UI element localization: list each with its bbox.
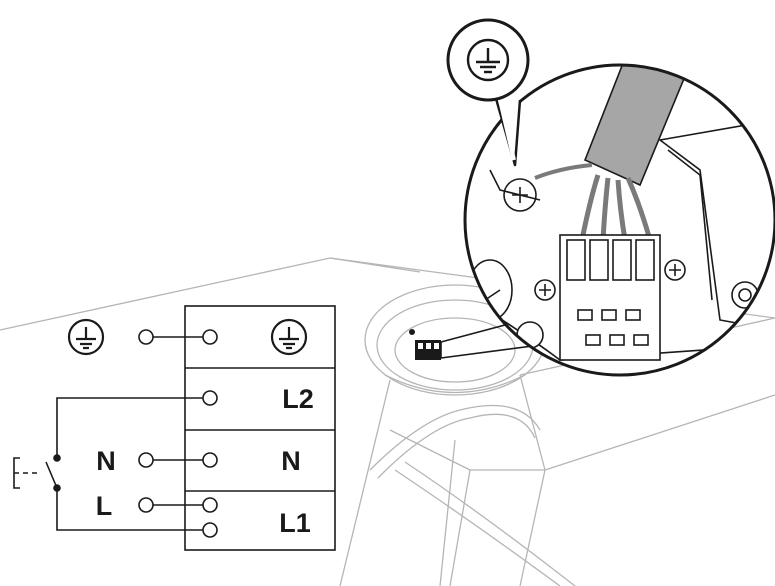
magnified-detail-view [463,63,775,377]
earth-callout-bubble [446,18,530,167]
terminal-l2 [202,390,218,406]
terminal-label-n: N [281,446,301,476]
row-n: N [202,446,301,476]
small-connector [409,329,441,360]
supply-label-l: L [96,491,113,521]
row-l2: L2 [202,384,314,414]
supply-neutral: N [96,446,154,476]
supply-live: L [96,491,154,521]
terminal-l1-b [202,522,218,538]
cable-sheath [583,65,702,187]
supply-terminal-earth [138,329,154,345]
earth-ground-icon [466,38,510,82]
earth-ground-icon [67,318,105,356]
product-sketch-background [0,257,775,586]
terminal-label-l2: L2 [282,384,314,414]
switch-icon [13,454,61,492]
supply-terminal-n [138,452,154,468]
row-l1: L1 [202,497,311,538]
earth-ground-icon [270,318,308,356]
supply-label-n: N [96,446,116,476]
terminal-label-l1: L1 [279,508,311,538]
supply-wires [56,336,203,531]
terminal-n [202,452,218,468]
terminal-l1-a [202,497,218,513]
supply-earth [67,318,154,356]
terminal-earth [202,329,218,345]
supply-terminal-l [138,497,154,513]
